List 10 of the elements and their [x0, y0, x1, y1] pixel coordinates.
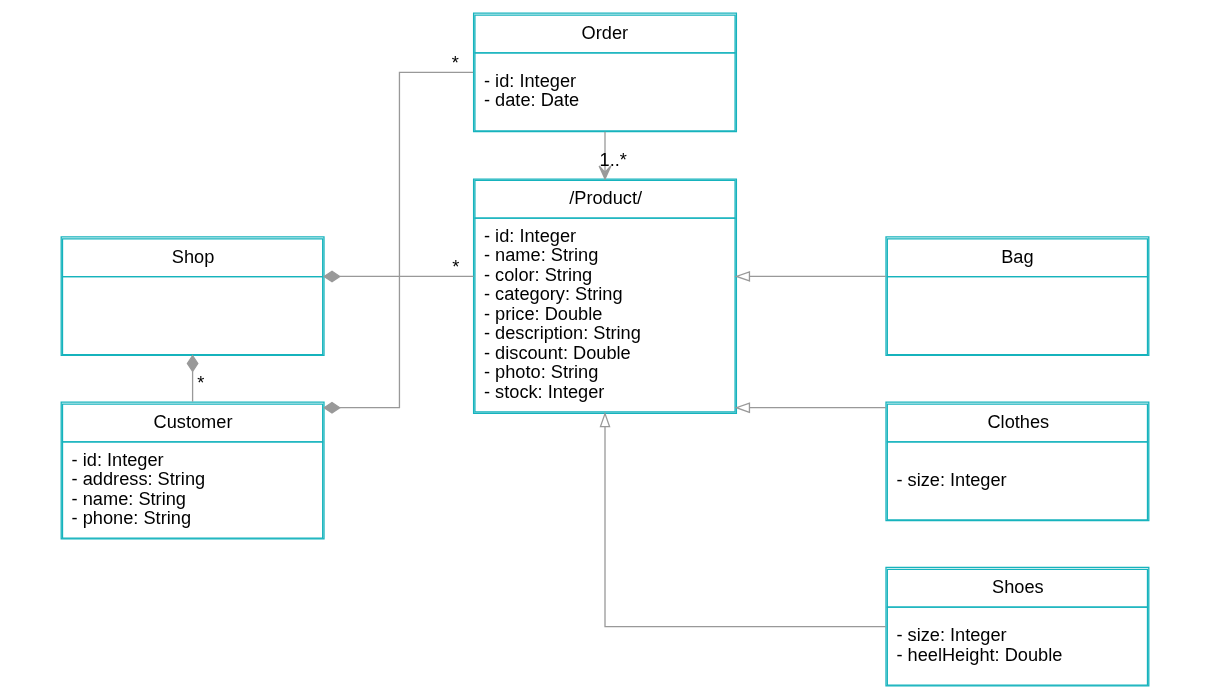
arrow — [733, 270, 886, 282]
connector — [322, 270, 474, 283]
edge-label: * — [451, 256, 459, 277]
edge-label: * — [451, 52, 459, 73]
edge-label: * — [196, 372, 204, 393]
arrow — [599, 411, 886, 628]
connector — [186, 354, 199, 403]
arrow — [733, 402, 886, 414]
connector — [322, 71, 474, 414]
edge-label: 1..* — [599, 150, 627, 171]
